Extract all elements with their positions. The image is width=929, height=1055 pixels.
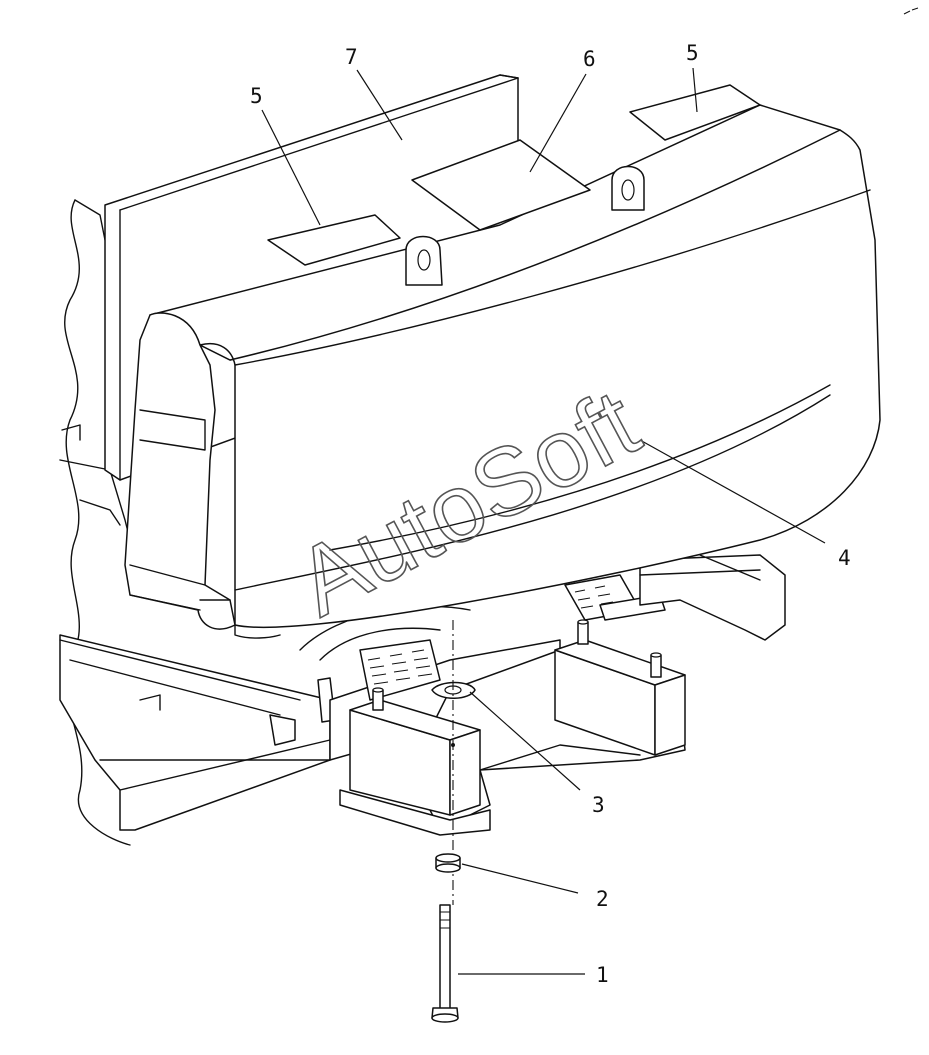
callout-3: 3 <box>592 793 605 817</box>
callout-5-right: 5 <box>686 41 699 65</box>
part-5-decal-right <box>629 84 761 141</box>
callout-4: 4 <box>838 546 851 570</box>
lifting-eye-left <box>405 235 443 286</box>
callout-5-left: 5 <box>250 84 263 108</box>
corner-mark <box>903 7 919 15</box>
lifting-eye-right <box>611 165 645 211</box>
counterweight-body <box>124 104 881 639</box>
part-6-decal-center <box>411 139 591 231</box>
mount-block-right <box>554 619 686 756</box>
mount-block-left <box>339 687 491 836</box>
callout-2: 2 <box>596 887 609 911</box>
callout-leaders <box>261 67 826 975</box>
callout-numbers: 1 2 3 4 5 5 6 7 <box>250 41 851 987</box>
callout-1: 1 <box>596 963 609 987</box>
part-2-washer <box>435 853 461 873</box>
slotted-plate-left <box>359 639 441 701</box>
callout-7: 7 <box>345 45 358 69</box>
part-1-bolt <box>431 904 459 1023</box>
part-5-decal-left <box>267 214 401 266</box>
callout-6: 6 <box>583 47 596 71</box>
